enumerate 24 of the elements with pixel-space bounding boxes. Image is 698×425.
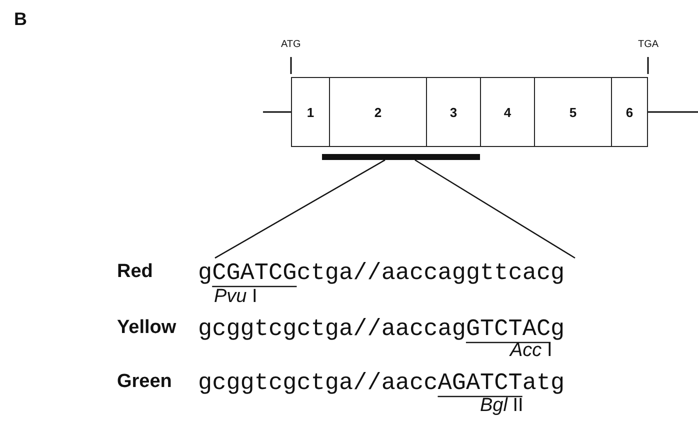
dna-sequence: gcggtcgctga//aaccAGATCTatg <box>198 372 565 396</box>
sequence-name: Red <box>117 262 153 281</box>
exon-number: 3 <box>450 104 458 120</box>
exon-number: 6 <box>626 104 634 120</box>
dna-sequence: gCGATCGctga//aaccaggttcacg <box>198 262 565 286</box>
panel-letter: B <box>14 10 27 28</box>
exon-box <box>426 77 481 147</box>
exon-number: 2 <box>374 104 382 120</box>
exon-box <box>534 77 612 147</box>
restriction-site-label: Pvu I <box>214 287 258 306</box>
stop-codon-label: TGA <box>638 40 659 50</box>
exon-number: 5 <box>569 104 577 120</box>
start-codon-label: ATG <box>281 40 301 50</box>
sequence-name: Green <box>117 372 172 391</box>
exon-number: 1 <box>306 104 314 120</box>
sequence-name: Yellow <box>117 318 176 337</box>
exon-box <box>329 77 427 147</box>
exon-box <box>611 77 648 147</box>
restriction-site-label: Acc I <box>510 341 552 360</box>
exon-box <box>480 77 535 147</box>
exon-box <box>291 77 330 147</box>
restriction-site-label: Bgl II <box>480 396 524 415</box>
exon-number: 4 <box>504 104 512 120</box>
dna-sequence: gcggtcgctga//aaccagGTCTACg <box>198 318 565 342</box>
